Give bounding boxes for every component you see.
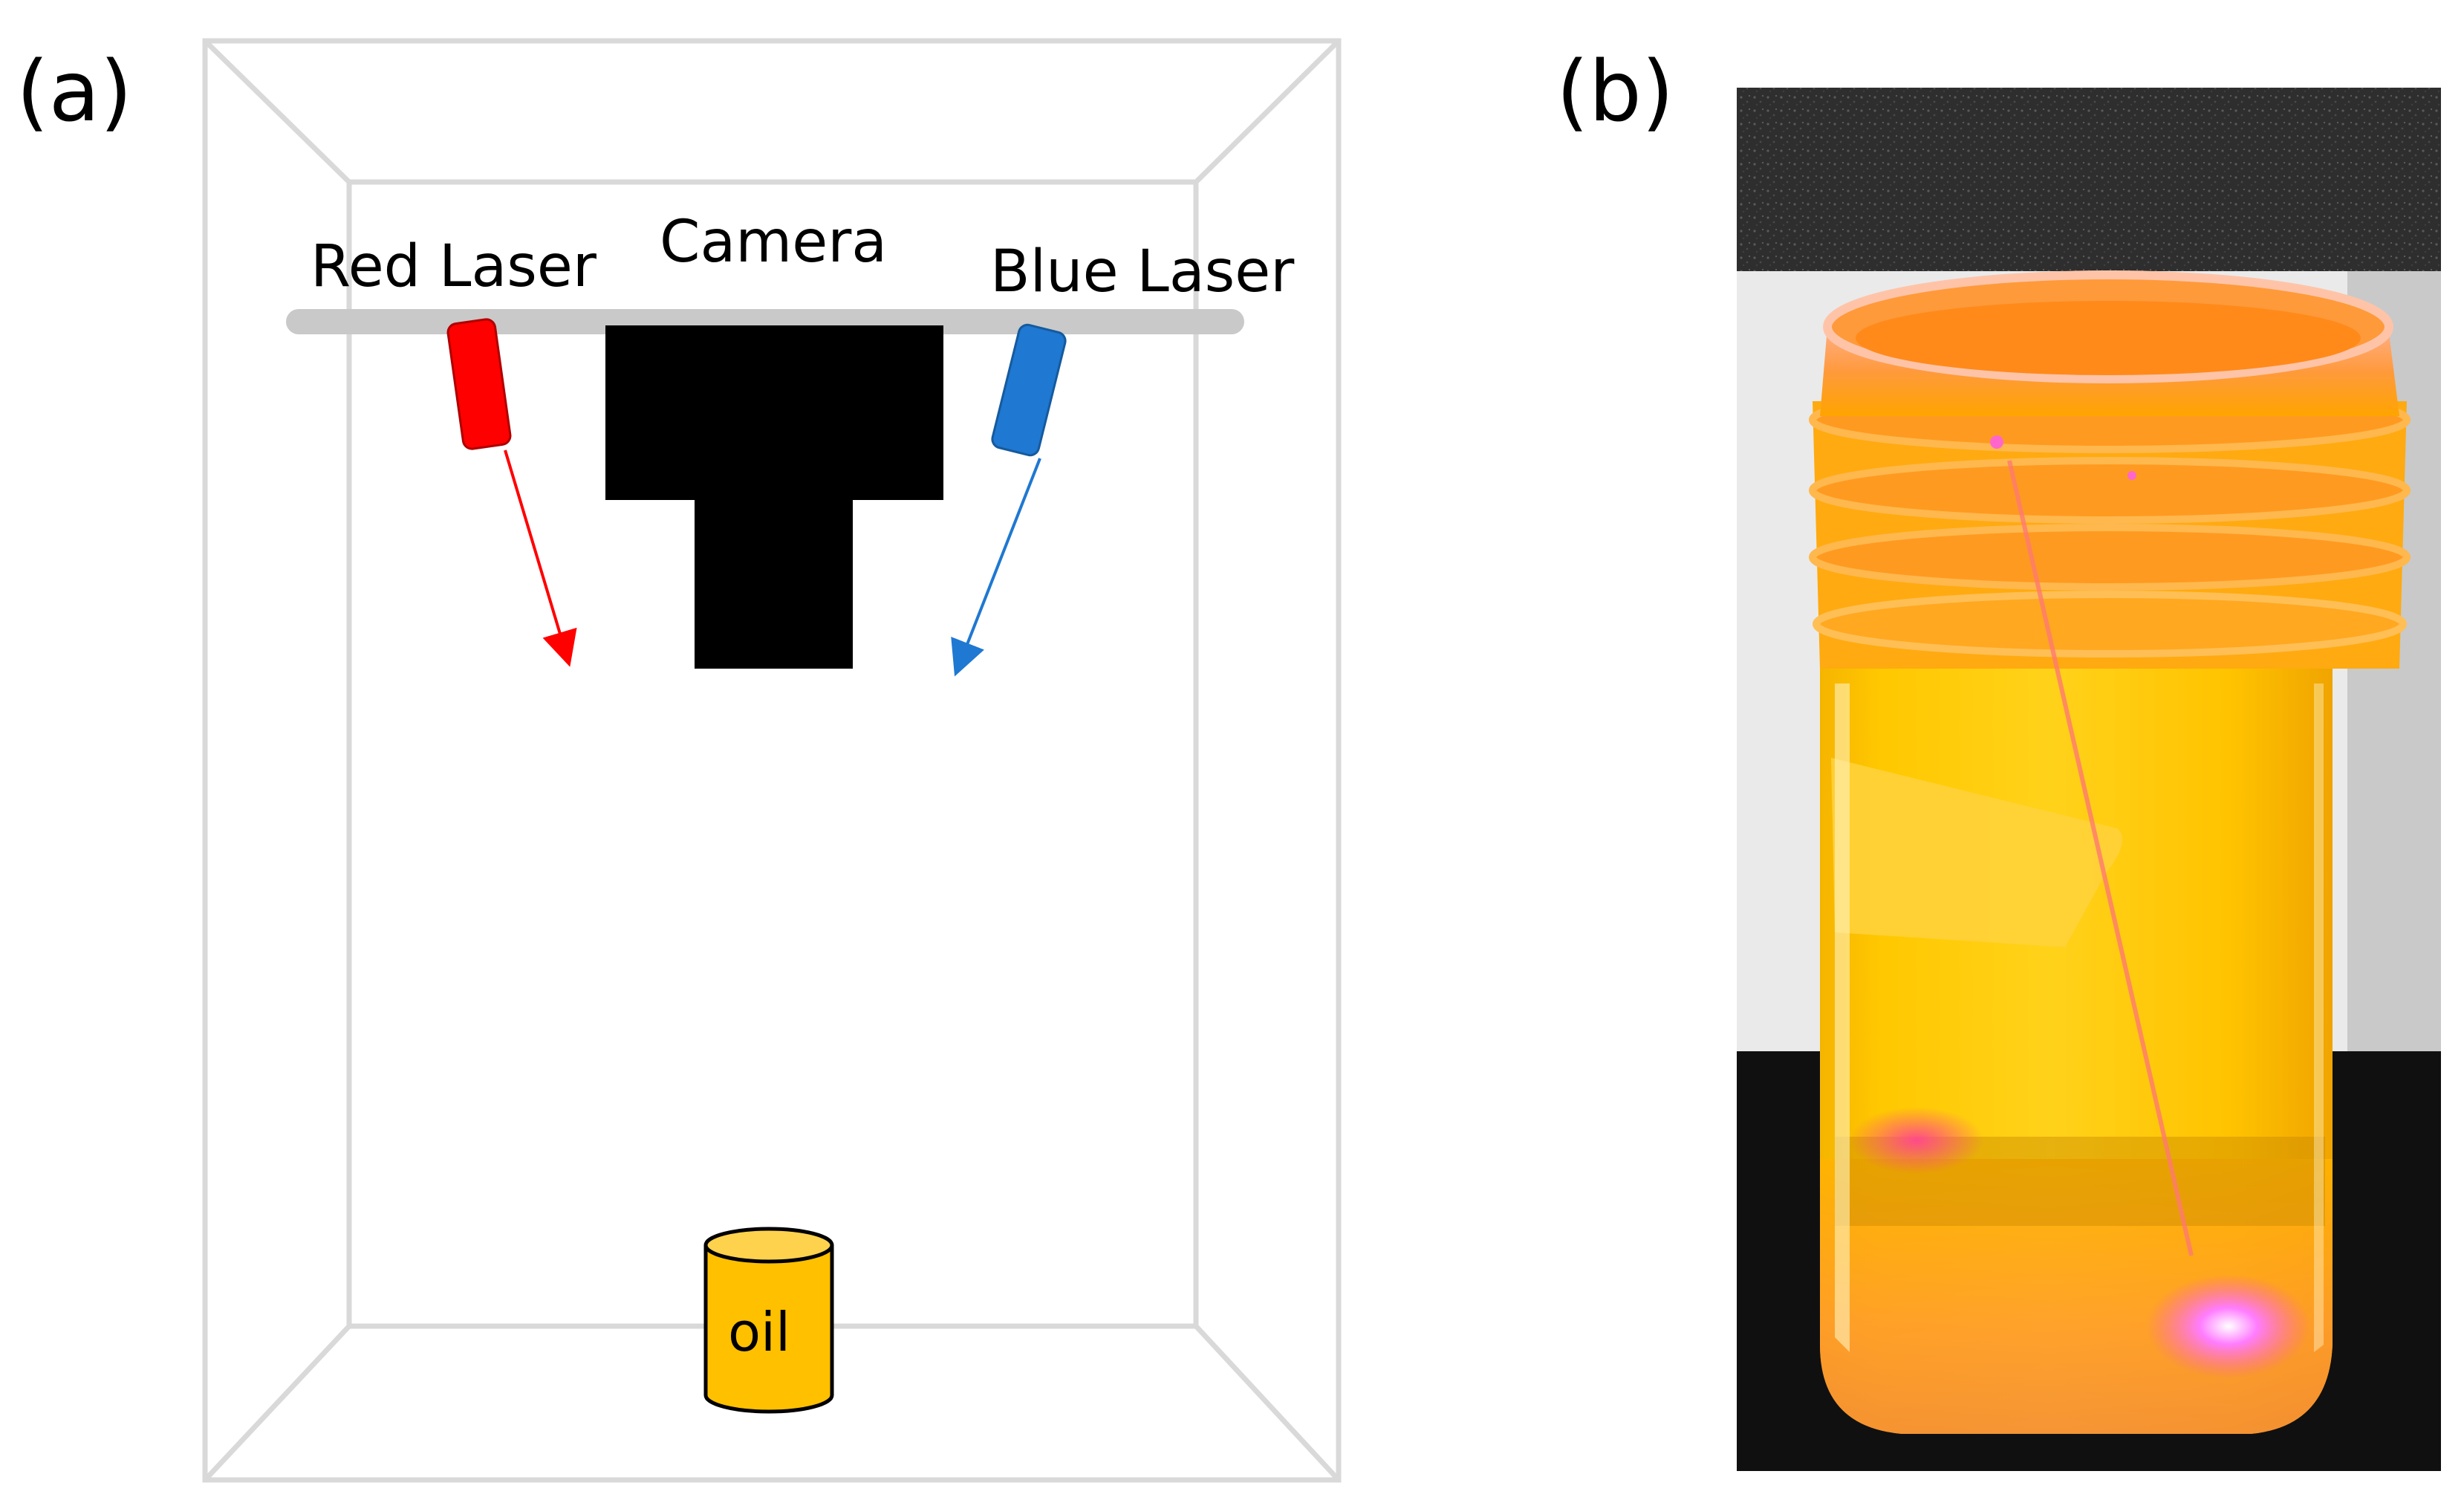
enclosure-outer-frame: [202, 38, 1342, 1483]
oil-label: oil: [728, 1301, 790, 1363]
enclosure-edge-bottom-left: [203, 1324, 351, 1482]
jar-photo: [1737, 88, 2441, 1471]
jar-thread-2: [1809, 457, 2411, 524]
camera-body: [605, 325, 943, 500]
jar-laser-spot-2: [2127, 471, 2136, 480]
red-laser-beam: [504, 449, 577, 667]
enclosure-edge-top-left: [203, 39, 351, 184]
jar-floating-label: [1831, 758, 2123, 947]
jar-red-glow: [1850, 1107, 1983, 1174]
jar-laser-beam: [2007, 460, 2194, 1256]
camera-shape: [605, 325, 943, 669]
jar-pink-glow: [2147, 1274, 2310, 1378]
oil-can-icon: [703, 1227, 834, 1414]
red-laser-label: Red Laser: [311, 233, 597, 300]
jar-thread-4: [1813, 591, 2407, 658]
blue-laser-pointer-icon: [951, 323, 1067, 677]
mount-rail: [286, 309, 1244, 334]
jar-laser-spot-1: [1990, 435, 2003, 449]
jar-liquid-surface: [1856, 301, 2361, 375]
panel-b-label: (b): [1556, 44, 1674, 140]
jar-thread-3: [1809, 524, 2411, 591]
jar-highlight-right: [2314, 684, 2324, 1352]
blue-laser-label: Blue Laser: [990, 238, 1295, 305]
enclosure-edge-top-right: [1194, 39, 1341, 184]
panel-a-label: (a): [16, 44, 132, 140]
camera-lens: [695, 498, 853, 669]
camera-label: Camera: [660, 209, 887, 276]
jar-highlight-left: [1835, 684, 1850, 1352]
enclosure-edge-bottom-right: [1194, 1324, 1341, 1482]
red-laser-pointer-icon: [446, 318, 577, 667]
photo-background-speckled: [1737, 88, 2441, 275]
blue-laser-beam: [951, 458, 1041, 677]
